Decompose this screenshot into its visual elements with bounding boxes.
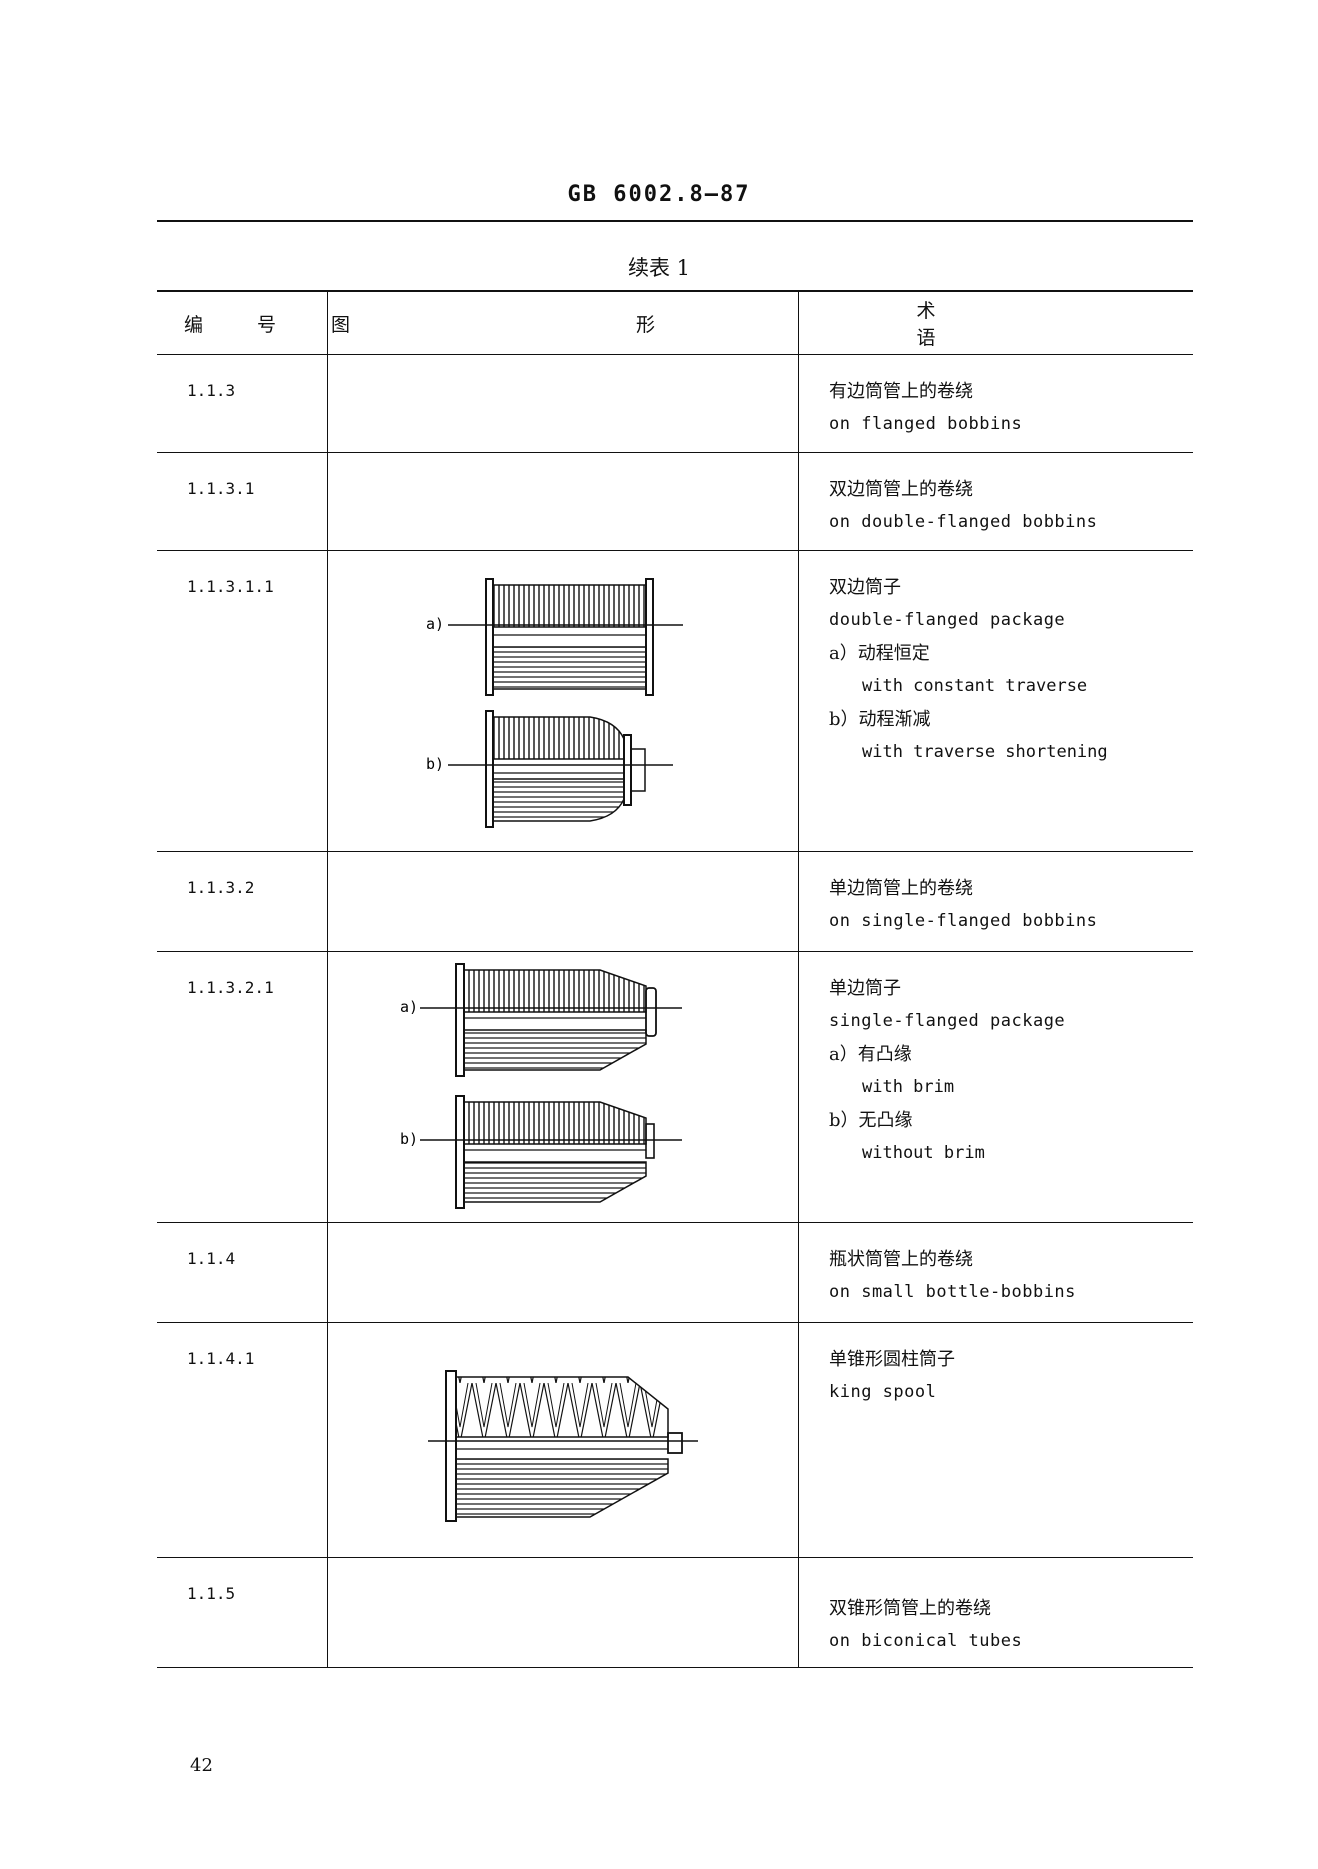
row-number: 1.1.3.2.1 — [157, 951, 328, 1223]
figure-cell — [327, 1557, 799, 1668]
figure-cell — [327, 1322, 799, 1558]
term-en: double-flanged package — [829, 610, 1066, 630]
table-row: 1.1.3.1 双边筒管上的卷绕 on double-flanged bobbi… — [157, 452, 1193, 551]
subitem-label: a）有凸缘 — [829, 1044, 912, 1065]
term-zh: 单边筒管上的卷绕 — [829, 878, 973, 899]
column-header-number: 编 号 — [157, 290, 328, 355]
subitem-en: with constant traverse — [862, 676, 1088, 696]
term-cell: 单锥形圆柱筒子 king spool — [798, 1322, 1193, 1558]
table-row: 1.1.3.2.1 a) b) — [157, 951, 1193, 1223]
table-row: 1.1.3 有边筒管上的卷绕 on flanged bobbins — [157, 354, 1193, 453]
table-row: 1.1.4 瓶状筒管上的卷绕 on small bottle-bobbins — [157, 1222, 1193, 1323]
term-zh: 有边筒管上的卷绕 — [829, 381, 973, 402]
subitem-en: with traverse shortening — [862, 742, 1108, 762]
terms-table: 编 号 图 形 术 语 1.1.3 有边筒管上的卷绕 on flanged bo… — [157, 290, 1193, 1668]
term-zh: 双锥形筒管上的卷绕 — [829, 1598, 991, 1619]
row-number: 1.1.3.1 — [157, 452, 328, 551]
figure-cell — [327, 452, 799, 551]
term-zh: 单锥形圆柱筒子 — [829, 1349, 955, 1370]
double-flanged-package-figure: a) b) — [426, 578, 683, 828]
page-number: 42 — [190, 1755, 213, 1776]
single-flanged-package-figure: a) b) — [400, 963, 682, 1209]
row-number: 1.1.3.2 — [157, 851, 328, 952]
figure-cell: a) b) — [327, 951, 799, 1223]
term-en: on single-flanged bobbins — [829, 911, 1098, 931]
figure-label-a: a) — [400, 998, 418, 1016]
term-zh: 单边筒子 — [829, 978, 901, 999]
standard-code-header: GB 6002.8—87 — [567, 182, 751, 207]
row-number: 1.1.3 — [157, 354, 328, 453]
term-zh: 双边筒子 — [829, 577, 901, 598]
column-header-term: 术 语 — [798, 290, 1193, 355]
figure-cell — [327, 1222, 799, 1323]
figure-label-b: b) — [400, 1130, 418, 1148]
subitem-label: a）动程恒定 — [829, 643, 930, 664]
row-number: 1.1.4.1 — [157, 1322, 328, 1558]
table-row: 1.1.5 双锥形筒管上的卷绕 on biconical tubes — [157, 1557, 1193, 1668]
king-spool-figure — [428, 1370, 698, 1522]
term-en: king spool — [829, 1382, 937, 1402]
term-cell: 双锥形筒管上的卷绕 on biconical tubes — [798, 1557, 1193, 1668]
term-cell: 双边筒管上的卷绕 on double-flanged bobbins — [798, 452, 1193, 551]
term-en: single-flanged package — [829, 1011, 1066, 1031]
figure-cell — [327, 354, 799, 453]
term-en: on flanged bobbins — [829, 414, 1023, 434]
table-header-row: 编 号 图 形 术 语 — [157, 290, 1193, 355]
table-row: 1.1.3.2 单边筒管上的卷绕 on single-flanged bobbi… — [157, 851, 1193, 952]
term-cell: 单边筒子 single-flanged package a）有凸缘 with b… — [798, 951, 1193, 1223]
term-cell: 单边筒管上的卷绕 on single-flanged bobbins — [798, 851, 1193, 952]
table-caption: 续表 1 — [627, 256, 691, 280]
figure-cell — [327, 851, 799, 952]
table-row: 1.1.3.1.1 a) — [157, 550, 1193, 852]
row-number: 1.1.3.1.1 — [157, 550, 328, 852]
term-cell: 有边筒管上的卷绕 on flanged bobbins — [798, 354, 1193, 453]
table-row: 1.1.4.1 单 — [157, 1322, 1193, 1558]
term-cell: 双边筒子 double-flanged package a）动程恒定 with … — [798, 550, 1193, 852]
subitem-en: with brim — [862, 1077, 955, 1097]
row-number: 1.1.5 — [157, 1557, 328, 1668]
figure-label-b: b) — [426, 755, 444, 773]
term-en: on small bottle-bobbins — [829, 1282, 1076, 1302]
subitem-label: b）无凸缘 — [829, 1110, 913, 1131]
header-rule — [157, 220, 1193, 222]
row-number: 1.1.4 — [157, 1222, 328, 1323]
term-en: on biconical tubes — [829, 1631, 1023, 1651]
figure-label-a: a) — [426, 615, 444, 633]
subitem-label: b）动程渐减 — [829, 709, 931, 730]
term-en: on double-flanged bobbins — [829, 512, 1098, 532]
term-zh: 双边筒管上的卷绕 — [829, 479, 973, 500]
figure-cell: a) b) — [327, 550, 799, 852]
term-zh: 瓶状筒管上的卷绕 — [829, 1249, 973, 1270]
subitem-en: without brim — [862, 1143, 985, 1163]
term-cell: 瓶状筒管上的卷绕 on small bottle-bobbins — [798, 1222, 1193, 1323]
column-header-figure: 图 形 — [327, 290, 799, 355]
